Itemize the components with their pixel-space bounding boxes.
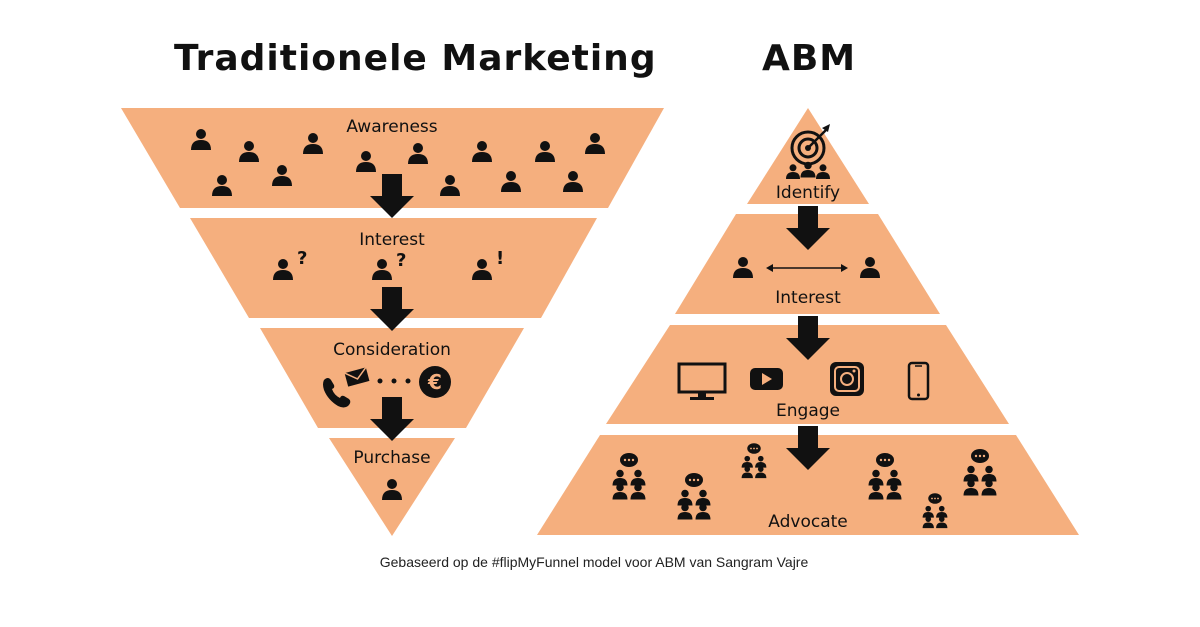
monitor-icon bbox=[677, 362, 727, 400]
pyramid-band-interest bbox=[675, 214, 940, 314]
funnel-title: Traditionele Marketing bbox=[174, 38, 657, 79]
euro-coin-icon: € bbox=[419, 366, 451, 398]
funnel-label-purchase: Purchase bbox=[353, 448, 431, 468]
funnel-label-interest: Interest bbox=[359, 230, 425, 250]
interest-people-icons: ? ? ! bbox=[273, 248, 504, 280]
engage-channel-icons bbox=[677, 361, 930, 401]
pyramid-label-advocate: Advocate bbox=[768, 512, 848, 532]
pyramid-title: ABM bbox=[762, 38, 857, 79]
funnel-label-awareness: Awareness bbox=[346, 117, 438, 137]
svg-text:?: ? bbox=[396, 250, 406, 271]
phone-icon bbox=[323, 378, 351, 408]
mail-icon bbox=[344, 366, 370, 387]
funnel-band-consideration bbox=[260, 328, 524, 428]
pyramid-label-interest: Interest bbox=[775, 288, 841, 308]
pyramid-label-engage: Engage bbox=[776, 401, 840, 421]
source-footnote: Gebaseerd op de #flipMyFunnel model voor… bbox=[379, 554, 809, 570]
funnel-band-awareness bbox=[121, 108, 664, 208]
consideration-channel-icons: € bbox=[323, 366, 451, 408]
svg-text:?: ? bbox=[297, 248, 307, 269]
smartphone-icon bbox=[907, 361, 930, 401]
interest-connection-icons bbox=[733, 257, 880, 278]
svg-text:!: ! bbox=[496, 248, 504, 269]
instagram-icon bbox=[830, 362, 864, 396]
target-audience-icon bbox=[786, 124, 830, 179]
pyramid-label-identify: Identify bbox=[775, 183, 841, 203]
youtube-icon bbox=[750, 368, 783, 390]
funnel-band-interest bbox=[190, 218, 597, 318]
funnel-label-consideration: Consideration bbox=[333, 340, 451, 360]
svg-text:€: € bbox=[427, 370, 442, 394]
